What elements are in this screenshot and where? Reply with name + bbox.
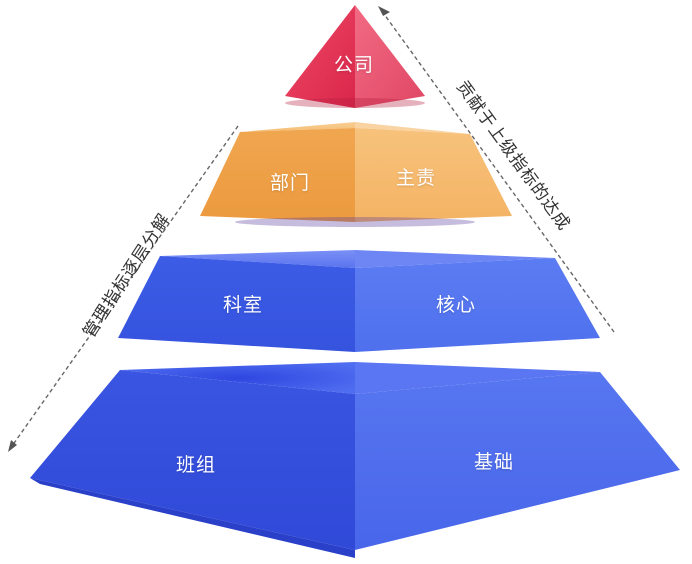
third-right-label: 核心 bbox=[436, 294, 477, 316]
base-left-label: 班组 bbox=[176, 454, 217, 476]
base-layer bbox=[30, 362, 680, 558]
third-left-label: 科室 bbox=[223, 294, 264, 316]
top-label: 公司 bbox=[334, 54, 375, 76]
right-arrow bbox=[378, 6, 615, 333]
third-layer bbox=[118, 250, 600, 352]
second-layer bbox=[200, 122, 512, 227]
base-right-label: 基础 bbox=[474, 451, 515, 473]
second-left-label: 部门 bbox=[270, 172, 311, 194]
top-layer bbox=[285, 5, 425, 108]
left-arrow bbox=[8, 125, 239, 452]
second-right-label: 主责 bbox=[396, 167, 437, 189]
